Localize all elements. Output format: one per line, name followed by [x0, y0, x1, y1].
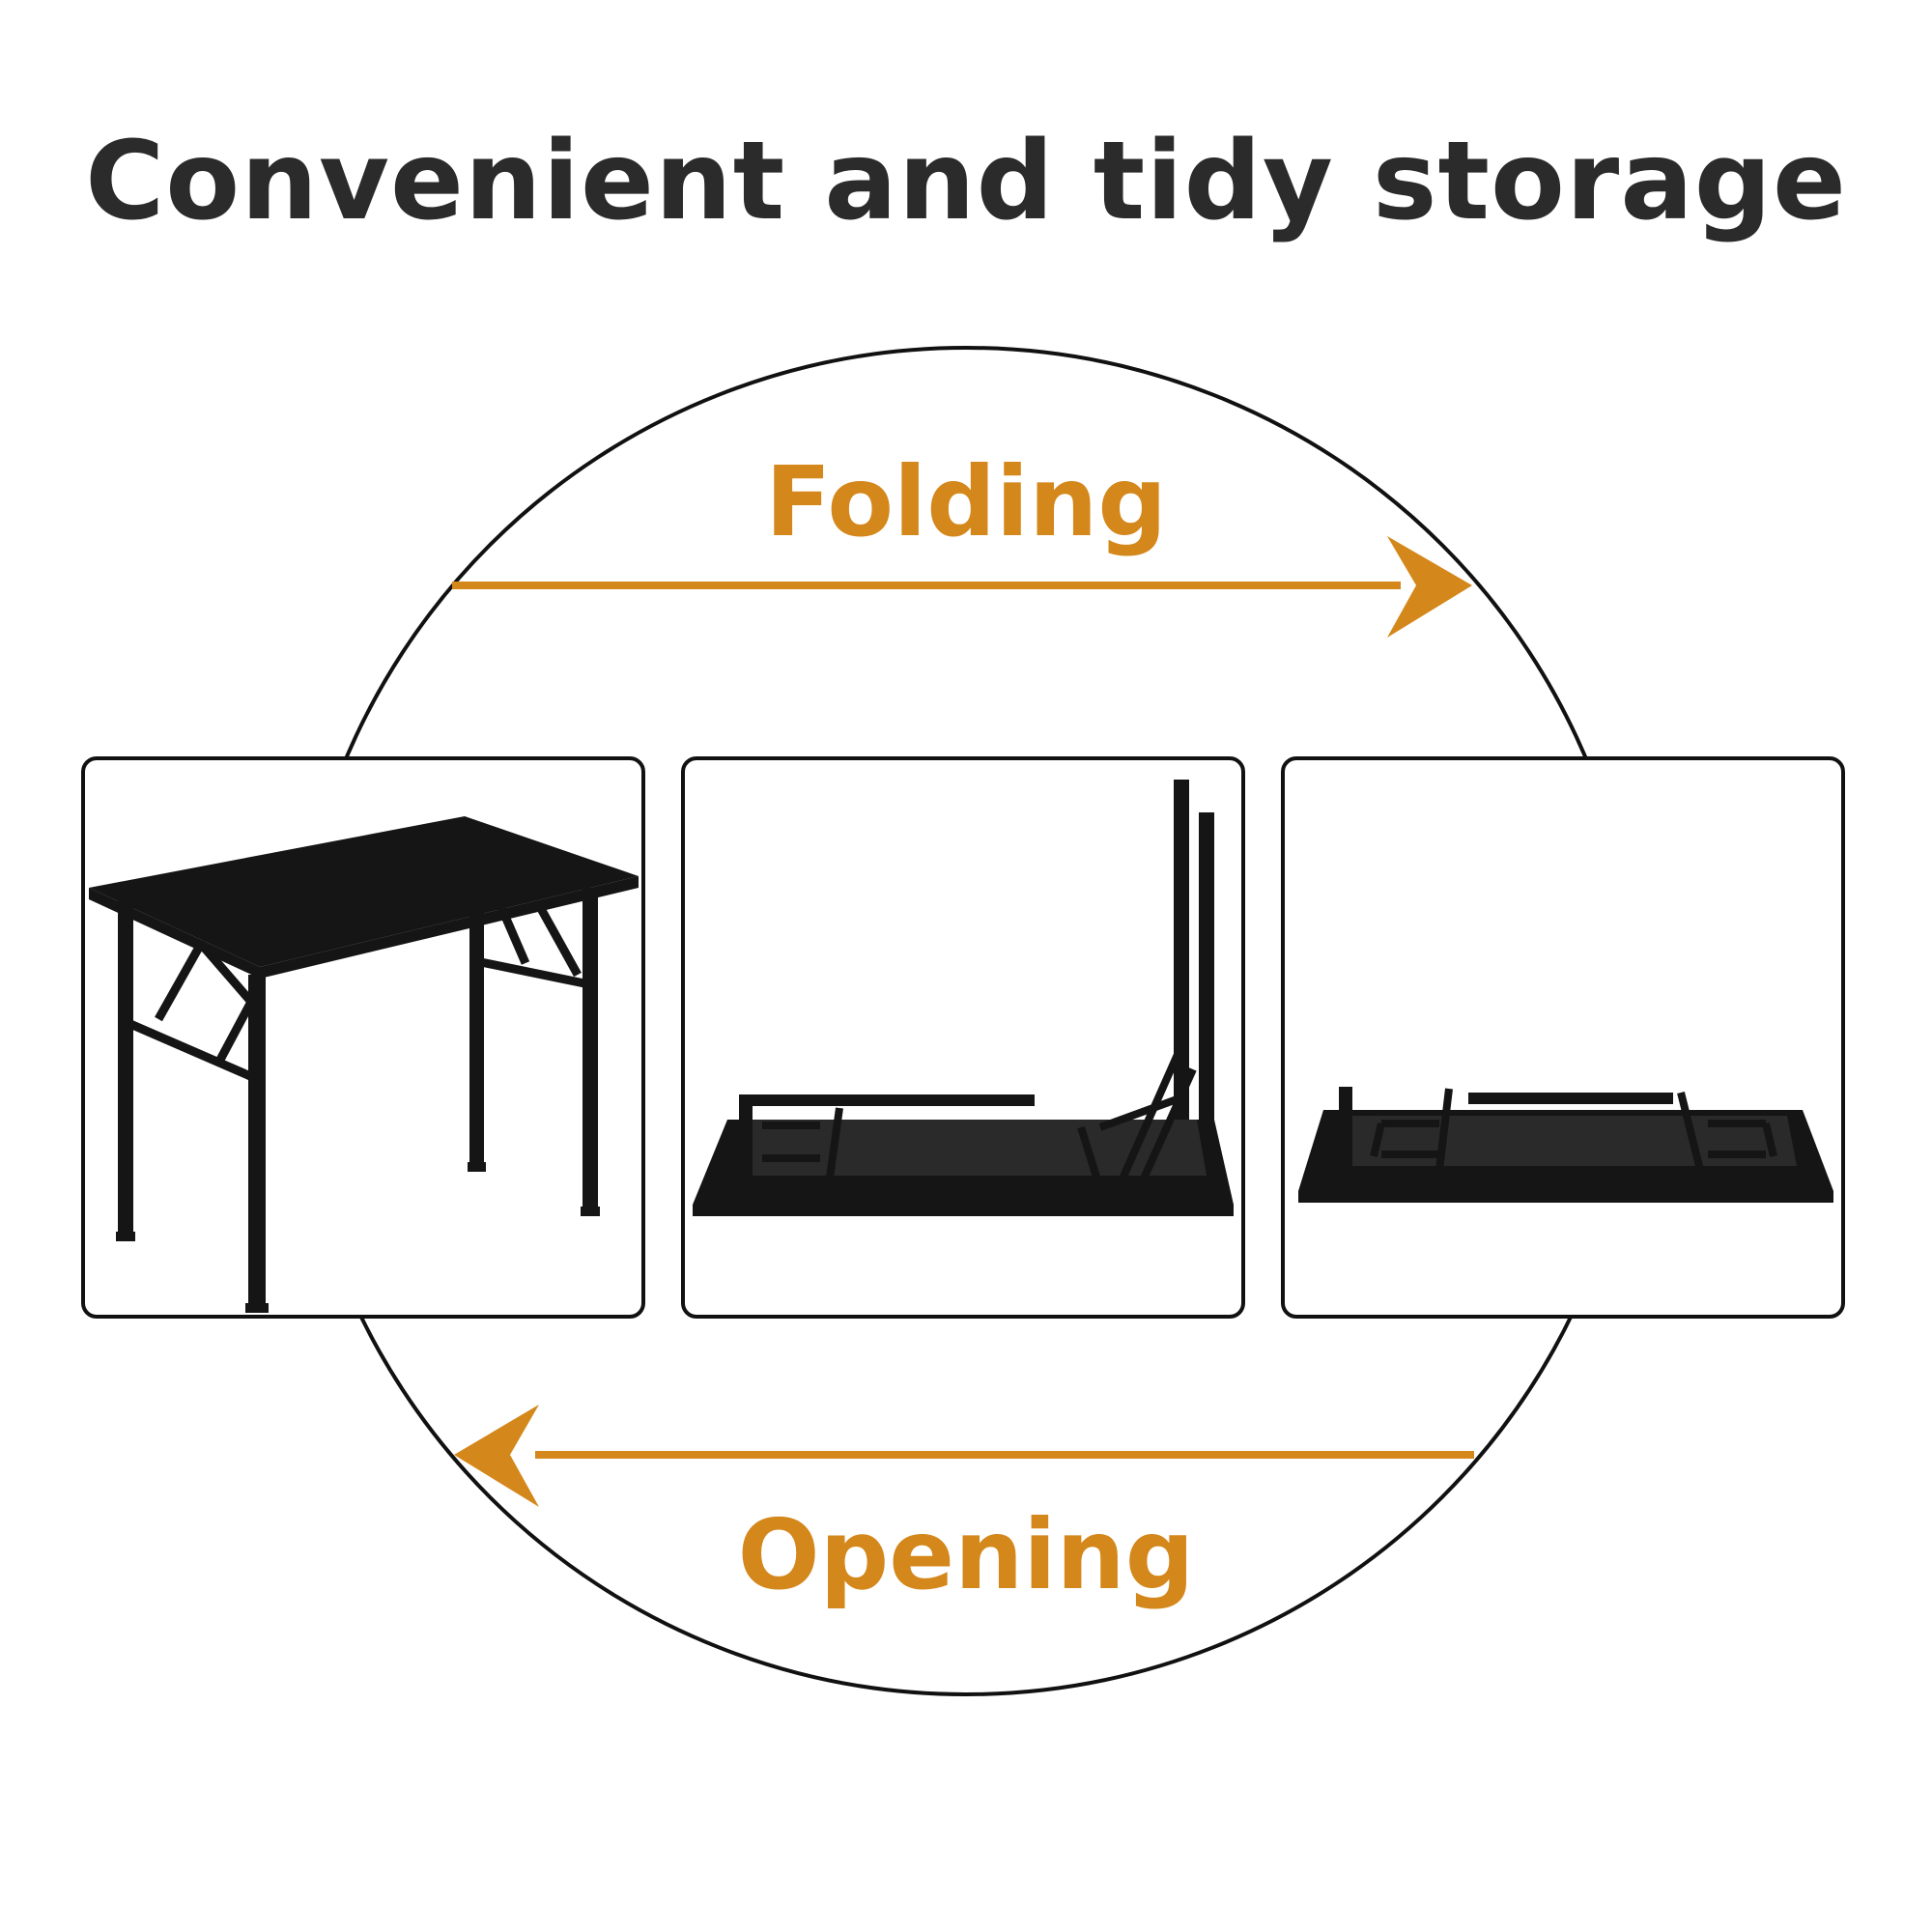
folding-arrow-icon: [452, 536, 1472, 638]
folding-label: Folding: [765, 445, 1167, 558]
table-folded-image: [1298, 1087, 1833, 1203]
opening-arrow-icon: [454, 1405, 1474, 1507]
table-open-image: [89, 816, 639, 1313]
panel-table-open: [81, 756, 645, 1319]
opening-label: Opening: [737, 1498, 1195, 1611]
panel-table-folded: [1281, 756, 1845, 1319]
table-folding-image: [693, 780, 1234, 1216]
page-title: Convenient and tidy storage: [85, 119, 1847, 244]
panel-table-folding: [681, 756, 1245, 1319]
